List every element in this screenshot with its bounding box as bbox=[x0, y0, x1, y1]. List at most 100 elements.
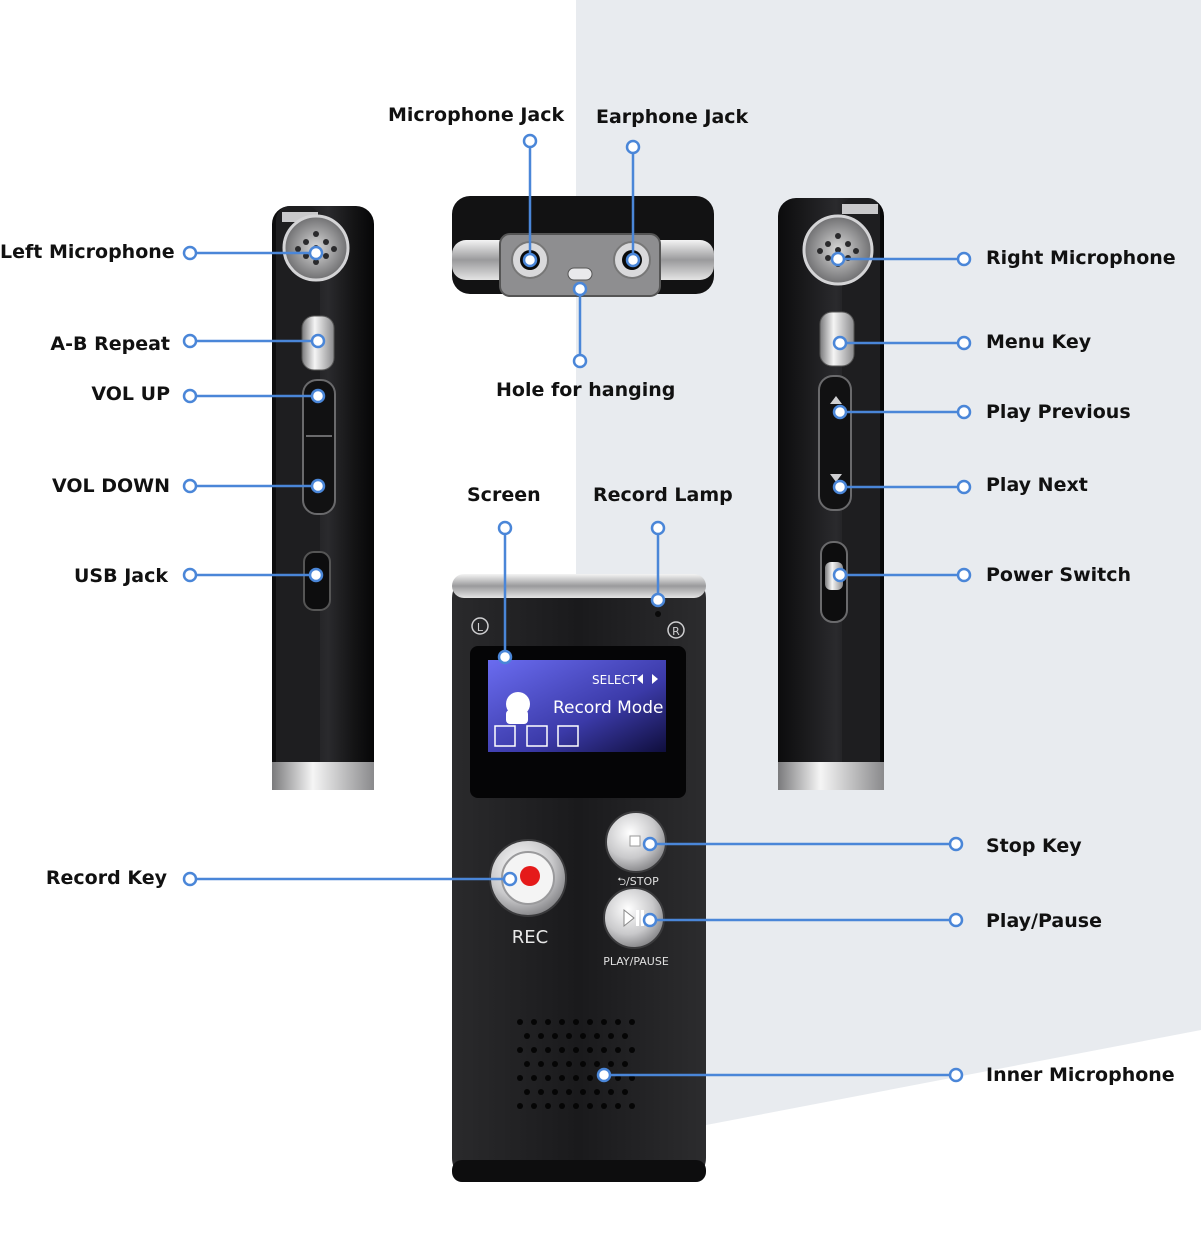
label-microphone-jack: Microphone Jack bbox=[388, 104, 565, 126]
rec-label: REC bbox=[512, 927, 548, 948]
left-channel-badge: L bbox=[477, 621, 484, 634]
speaker-hole bbox=[566, 1061, 572, 1067]
speaker-hole bbox=[594, 1089, 600, 1095]
speaker-hole bbox=[517, 1047, 523, 1053]
speaker-hole bbox=[531, 1047, 537, 1053]
speaker-hole bbox=[559, 1047, 565, 1053]
speaker-hole bbox=[573, 1075, 579, 1081]
label-vol-up: VOL UP bbox=[91, 383, 170, 405]
speaker-hole bbox=[559, 1103, 565, 1109]
right-channel-badge: R bbox=[672, 625, 680, 638]
speaker-hole bbox=[622, 1061, 628, 1067]
play-pause-label: PLAY/PAUSE bbox=[603, 955, 669, 968]
speaker-hole bbox=[552, 1033, 558, 1039]
right-side-view bbox=[778, 198, 884, 790]
top-view bbox=[452, 196, 714, 297]
label-hole-for-hanging: Hole for hanging bbox=[496, 379, 676, 401]
hanging-hole bbox=[567, 267, 593, 281]
speaker-hole bbox=[580, 1033, 586, 1039]
speaker-hole bbox=[573, 1103, 579, 1109]
speaker-hole bbox=[545, 1019, 551, 1025]
speaker-hole bbox=[615, 1047, 621, 1053]
speaker-hole bbox=[622, 1033, 628, 1039]
speaker-hole bbox=[594, 1033, 600, 1039]
label-menu-key: Menu Key bbox=[986, 331, 1092, 353]
screen-mode-text: Record Mode bbox=[553, 698, 663, 718]
callout-lines bbox=[190, 141, 964, 1077]
speaker-hole bbox=[559, 1019, 565, 1025]
label-record-lamp: Record Lamp bbox=[593, 484, 733, 506]
speaker-hole bbox=[538, 1089, 544, 1095]
speaker-hole bbox=[629, 1075, 635, 1081]
label-usb-jack: USB Jack bbox=[74, 565, 168, 587]
speaker-hole bbox=[517, 1075, 523, 1081]
speaker-hole bbox=[615, 1103, 621, 1109]
label-screen: Screen bbox=[467, 484, 541, 506]
speaker-hole bbox=[524, 1061, 530, 1067]
speaker-hole bbox=[587, 1019, 593, 1025]
speaker-hole bbox=[629, 1019, 635, 1025]
record-dot-icon bbox=[520, 866, 540, 886]
settings-mode-icon bbox=[557, 725, 579, 747]
label-ab-repeat: A-B Repeat bbox=[50, 333, 170, 355]
label-play-pause: Play/Pause bbox=[986, 910, 1102, 932]
speaker-hole bbox=[615, 1019, 621, 1025]
speaker-hole bbox=[587, 1075, 593, 1081]
stop-label: ⮌/STOP bbox=[617, 875, 659, 888]
volume-rocker[interactable] bbox=[302, 379, 336, 515]
label-play-next: Play Next bbox=[986, 474, 1088, 496]
speaker-hole bbox=[601, 1019, 607, 1025]
speaker-hole bbox=[601, 1103, 607, 1109]
speaker-hole bbox=[517, 1019, 523, 1025]
label-stop-key: Stop Key bbox=[986, 835, 1082, 857]
speaker-hole bbox=[531, 1019, 537, 1025]
screen-select-text: SELECT bbox=[592, 673, 638, 687]
record-lamp-led bbox=[655, 611, 661, 617]
speaker-hole bbox=[573, 1019, 579, 1025]
music-mode-icon bbox=[526, 725, 548, 747]
speaker-hole bbox=[580, 1061, 586, 1067]
speaker-hole bbox=[573, 1047, 579, 1053]
speaker-hole bbox=[538, 1061, 544, 1067]
speaker-hole bbox=[531, 1103, 537, 1109]
speaker-hole bbox=[608, 1061, 614, 1067]
left-side-view bbox=[272, 206, 374, 790]
speaker-hole bbox=[629, 1047, 635, 1053]
label-vol-down: VOL DOWN bbox=[51, 475, 170, 497]
stop-square-icon bbox=[629, 835, 641, 847]
speaker-hole bbox=[517, 1103, 523, 1109]
label-right-microphone: Right Microphone bbox=[986, 247, 1176, 269]
speaker-hole bbox=[615, 1075, 621, 1081]
callout-markers bbox=[182, 133, 972, 1083]
speaker-hole bbox=[587, 1047, 593, 1053]
speaker-hole bbox=[538, 1033, 544, 1039]
front-view: L R SELECT Record Mode REC ⮌/STOP PLAY/P… bbox=[452, 574, 706, 1182]
label-play-previous: Play Previous bbox=[986, 401, 1131, 423]
speaker-hole bbox=[552, 1089, 558, 1095]
speaker-hole bbox=[524, 1033, 530, 1039]
label-left-microphone: Left Microphone bbox=[0, 241, 175, 263]
speaker-hole bbox=[601, 1047, 607, 1053]
label-record-key: Record Key bbox=[45, 867, 167, 889]
speaker-hole bbox=[545, 1075, 551, 1081]
speaker-hole bbox=[622, 1089, 628, 1095]
speaker-hole bbox=[566, 1033, 572, 1039]
speaker-hole bbox=[545, 1047, 551, 1053]
speaker-hole bbox=[608, 1033, 614, 1039]
speaker-hole bbox=[587, 1103, 593, 1109]
label-inner-microphone: Inner Microphone bbox=[986, 1064, 1175, 1086]
label-earphone-jack: Earphone Jack bbox=[596, 106, 749, 128]
speaker-hole bbox=[566, 1089, 572, 1095]
voice-mode-icon bbox=[494, 725, 516, 747]
label-power-switch: Power Switch bbox=[986, 564, 1132, 586]
speaker-hole bbox=[629, 1103, 635, 1109]
speaker-hole bbox=[531, 1075, 537, 1081]
speaker-hole bbox=[608, 1089, 614, 1095]
inner-microphone-grille bbox=[517, 1019, 635, 1109]
speaker-hole bbox=[559, 1075, 565, 1081]
speaker-hole bbox=[552, 1061, 558, 1067]
speaker-hole bbox=[594, 1061, 600, 1067]
speaker-hole bbox=[580, 1089, 586, 1095]
speaker-hole bbox=[545, 1103, 551, 1109]
